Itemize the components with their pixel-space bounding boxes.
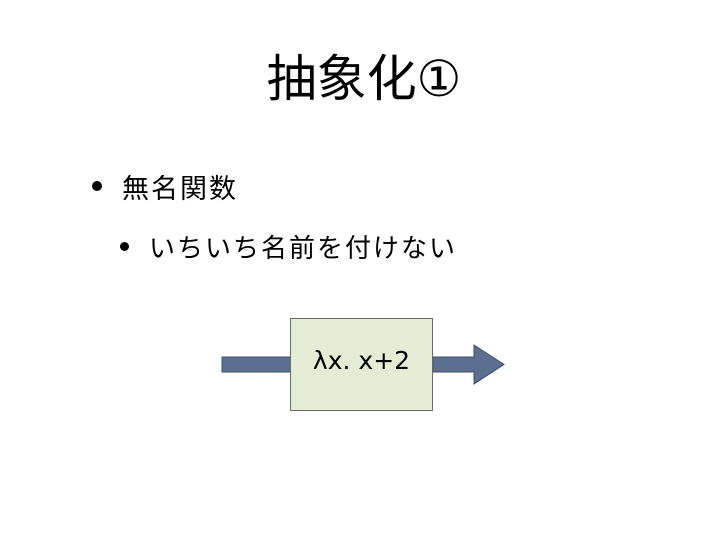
bullet-dot — [92, 181, 102, 191]
sub-bullet-item-no-names: いちいち名前を付けない — [120, 226, 457, 266]
sub-bullet-text: いちいち名前を付けない — [149, 233, 458, 264]
input-arrow-shaft — [221, 356, 293, 373]
slide-title: 抽象化① — [266, 50, 462, 108]
bullet-text: 無名関数 — [122, 173, 238, 205]
function-box-label: λx. x+2 — [312, 346, 411, 375]
function-box: λx. x+2 — [290, 318, 433, 411]
sub-bullet-dot — [120, 241, 129, 251]
output-arrow — [432, 344, 505, 385]
bullet-item-anonymous-function: 無名関数 — [92, 166, 238, 206]
